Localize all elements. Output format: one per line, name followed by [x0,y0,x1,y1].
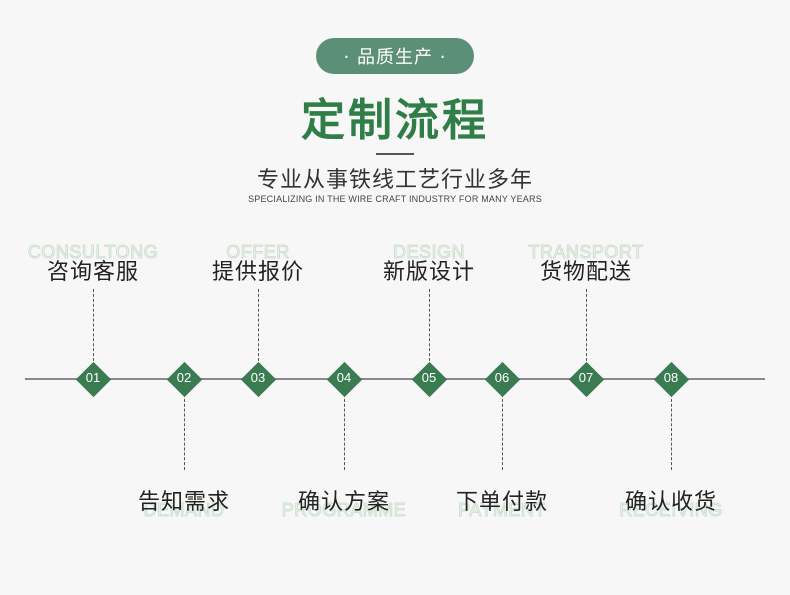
title-divider [376,153,414,155]
page-title: 定制流程 [301,95,489,146]
step-connector [501,394,503,470]
timeline-line [25,378,765,380]
step-number: 08 [663,370,679,385]
step-label: 咨询客服 [46,260,139,285]
step-connector [585,289,587,361]
step-connector [183,394,185,470]
step-label: 下单付款 [455,490,548,515]
step-label-english: TRANSPORT [528,242,644,263]
step-label-english: RECEIVING [619,500,723,521]
step-connector [428,289,430,361]
step-number: 02 [176,370,192,385]
step-number: 07 [578,370,594,385]
step-number: 06 [494,370,510,385]
step-label: 货物配送 [539,260,632,285]
step-number: 04 [336,370,352,385]
step-label: 新版设计 [382,260,475,285]
step-label-english: DESIGN [392,242,465,263]
step-number: 01 [85,370,101,385]
step-label-english: DEMAND [143,500,225,521]
step-connector [257,289,259,361]
step-number: 05 [421,370,437,385]
step-connector [92,289,94,361]
step-label: 告知需求 [137,490,230,515]
page-subtitle: 专业从事铁线工艺行业多年 [256,168,533,193]
step-number: 03 [250,370,266,385]
page-subtitle-english: SPECIALIZING IN THE WIRE CRAFT INDUSTRY … [248,194,542,204]
step-connector [670,394,672,470]
step-label-english: OFFER [226,242,290,263]
step-label-english: CONSULTONG [27,242,159,263]
step-label: 确认收货 [624,490,717,515]
step-label: 提供报价 [211,260,304,285]
step-connector [343,394,345,470]
step-label-english: PAYMENT [458,500,546,521]
step-label-english: PROGRAMME [281,500,407,521]
step-label: 确认方案 [297,490,390,515]
section-badge: · 品质生产 · [316,38,474,74]
